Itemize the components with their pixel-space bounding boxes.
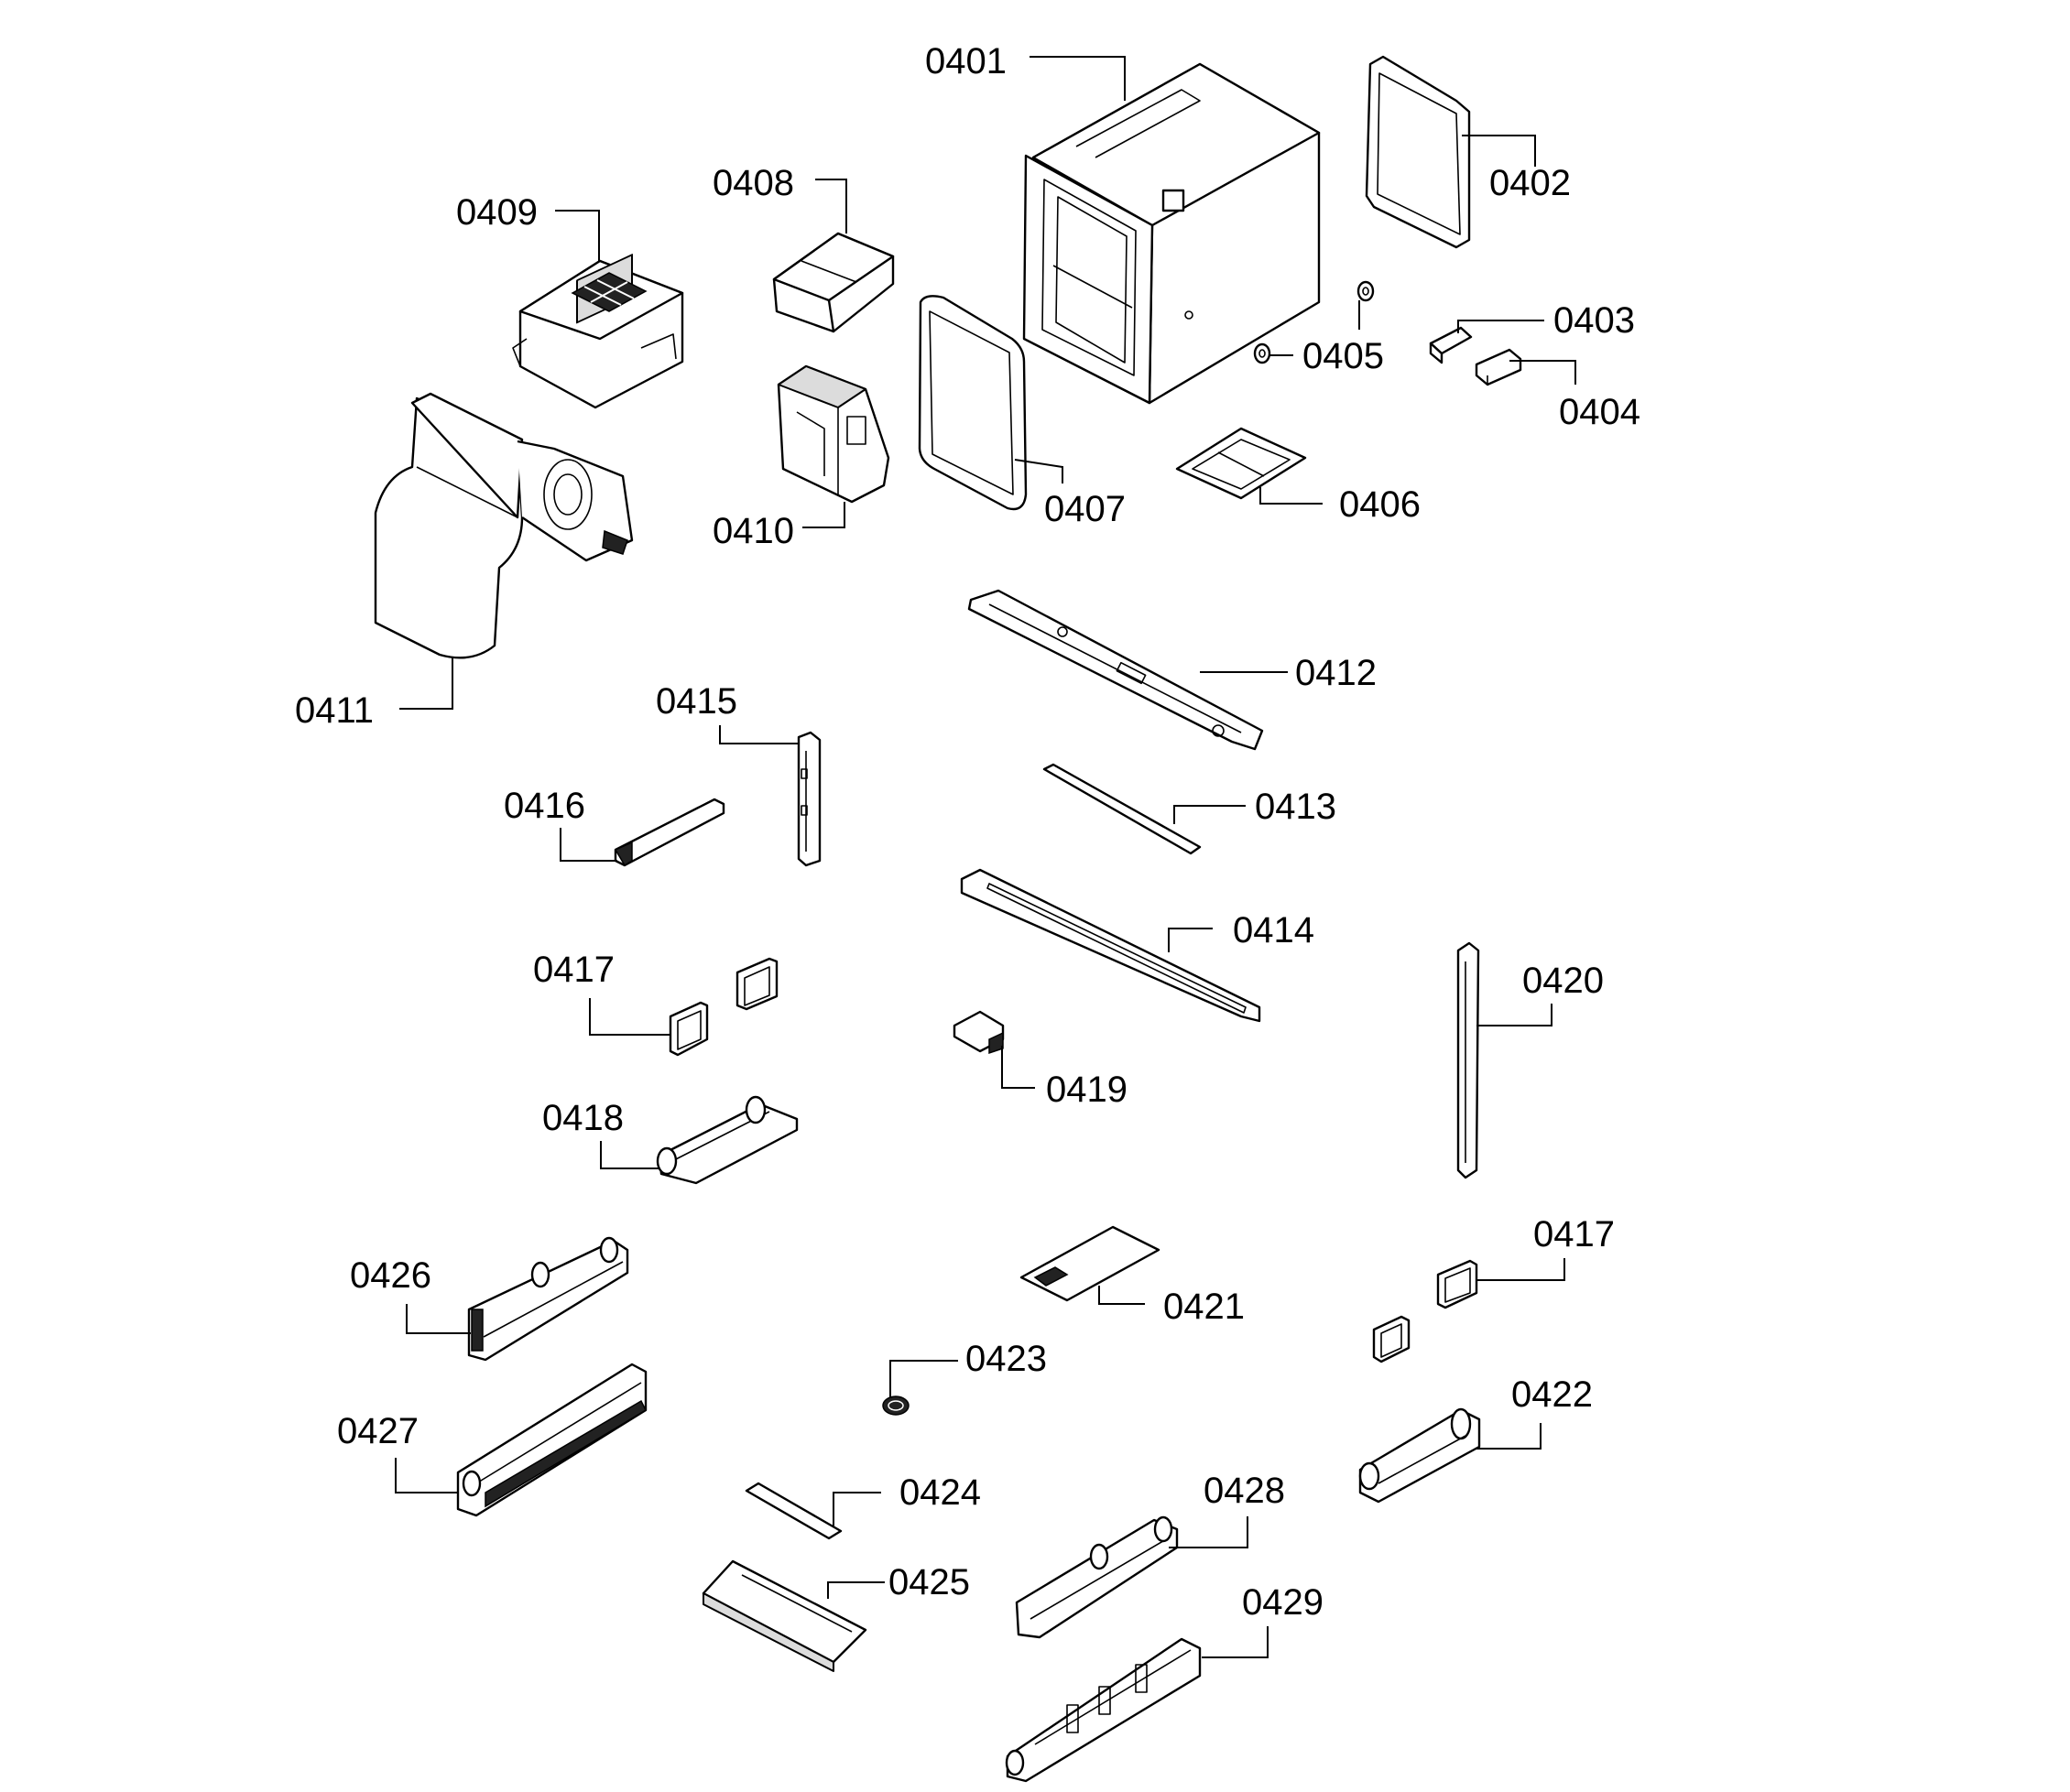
label-0418: 0418 <box>542 1098 624 1138</box>
leader-0429 <box>1202 1626 1269 1658</box>
label-0407: 0407 <box>1044 489 1126 529</box>
label-0423: 0423 <box>965 1339 1047 1379</box>
leader-0403 <box>1457 320 1544 333</box>
part-0417-pads-upper <box>669 957 779 1057</box>
part-0427-bracket <box>456 1363 648 1517</box>
label-0425: 0425 <box>888 1562 970 1602</box>
label-0411: 0411 <box>295 690 374 731</box>
leader-0417a <box>589 998 670 1036</box>
label-0414: 0414 <box>1233 910 1314 950</box>
part-0420-rail <box>1456 941 1480 1179</box>
leader-0409 <box>555 210 600 261</box>
part-0425-tray <box>702 1559 867 1672</box>
part-0402-gasket <box>1365 55 1471 249</box>
leader-0423 <box>889 1360 958 1397</box>
label-0404: 0404 <box>1559 392 1640 432</box>
leader-0411 <box>399 657 453 710</box>
part-0410-motor-assembly <box>777 364 890 504</box>
part-0419-clip <box>953 1010 1005 1055</box>
leader-0420 <box>1476 1004 1552 1026</box>
leader-0425 <box>827 1581 885 1599</box>
part-0426-bracket <box>467 1236 629 1362</box>
part-0405-nuts <box>1253 280 1375 364</box>
part-0423-spring <box>882 1396 910 1416</box>
leader-0427 <box>395 1458 458 1493</box>
leader-0404 <box>1509 360 1576 385</box>
leader-0428 <box>1169 1516 1248 1548</box>
part-0404-bracket <box>1475 348 1522 386</box>
leader-0421 <box>1098 1286 1145 1305</box>
leader-0407 <box>1014 459 1063 483</box>
label-0428: 0428 <box>1204 1471 1285 1511</box>
part-0416-bar <box>614 798 725 867</box>
part-0422-hinge <box>1358 1407 1481 1504</box>
label-0405: 0405 <box>1302 336 1384 376</box>
label-0406: 0406 <box>1339 484 1421 525</box>
label-0403: 0403 <box>1553 300 1635 341</box>
label-0417-upper: 0417 <box>533 950 615 990</box>
label-0424: 0424 <box>899 1472 981 1513</box>
label-0416: 0416 <box>504 786 585 826</box>
part-0417-pads-lower <box>1372 1259 1478 1363</box>
leader-0424 <box>833 1492 881 1527</box>
label-0412: 0412 <box>1295 653 1377 693</box>
label-0401: 0401 <box>925 41 1007 81</box>
ice-tray-grid <box>571 272 648 312</box>
part-0415-rail <box>797 731 822 867</box>
part-0406-frame <box>1175 427 1307 500</box>
part-0409-ice-maker <box>512 254 684 409</box>
part-0401-housing <box>1022 62 1321 405</box>
label-0409: 0409 <box>456 192 538 233</box>
part-0418-bracket <box>656 1095 799 1185</box>
part-0403-bracket <box>1429 326 1473 364</box>
leader-0414 <box>1168 928 1213 952</box>
label-0408: 0408 <box>713 163 794 203</box>
label-0415: 0415 <box>656 681 737 722</box>
part-0414-frame-strip <box>960 868 1261 1023</box>
part-0412-panel <box>967 589 1264 751</box>
leader-0417b <box>1476 1258 1565 1281</box>
leader-0406 <box>1259 487 1323 505</box>
part-labels: 0401 0402 0403 0404 0405 0406 0407 0408 … <box>295 41 1640 1623</box>
label-0429: 0429 <box>1242 1582 1324 1623</box>
leader-0410 <box>802 502 845 528</box>
part-0407-gasket <box>918 295 1028 511</box>
label-0421: 0421 <box>1163 1287 1245 1327</box>
leader-0419 <box>1001 1046 1035 1089</box>
leader-0415 <box>719 725 799 744</box>
part-0413-strip <box>1042 763 1202 855</box>
leader-0408 <box>815 179 847 234</box>
leader-0402 <box>1462 135 1536 167</box>
part-0424-plate <box>745 1482 843 1540</box>
leader-0418 <box>600 1141 659 1169</box>
leader-lines <box>395 56 1576 1658</box>
label-0417-lower: 0417 <box>1533 1214 1615 1254</box>
leader-0416 <box>560 828 617 862</box>
leader-0413 <box>1173 805 1246 824</box>
label-0427: 0427 <box>337 1411 419 1451</box>
part-0411-ice-bucket <box>374 392 634 659</box>
part-0429-bracket <box>1005 1637 1202 1783</box>
leader-0401 <box>1030 56 1126 101</box>
leader-0426 <box>406 1304 471 1334</box>
label-0419: 0419 <box>1046 1070 1128 1110</box>
label-0413: 0413 <box>1255 787 1336 827</box>
label-0426: 0426 <box>350 1255 431 1296</box>
label-0402: 0402 <box>1489 163 1571 203</box>
part-0421-board <box>1019 1225 1160 1302</box>
label-0420: 0420 <box>1522 961 1604 1001</box>
label-0422: 0422 <box>1511 1374 1593 1415</box>
label-0410: 0410 <box>713 511 794 551</box>
leader-0422 <box>1475 1423 1542 1450</box>
part-0428-bracket <box>1015 1515 1179 1639</box>
part-0408-cover <box>772 232 895 333</box>
